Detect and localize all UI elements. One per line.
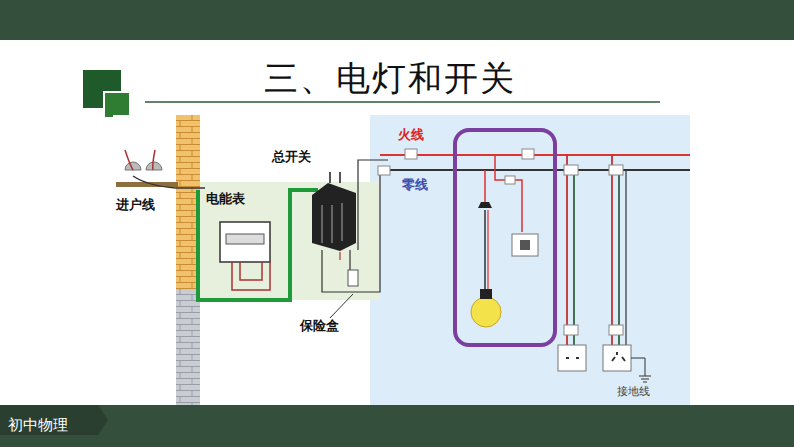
part-label: 保险盒 <box>300 319 339 333</box>
part-label: 进户线 <box>116 198 155 212</box>
wire-label: 火线 <box>398 128 424 142</box>
part-label: 总开关 <box>272 150 311 164</box>
footer-tab: 初中物理 <box>8 412 68 438</box>
part-label: 电能表 <box>206 192 245 206</box>
slide-title: 三、电灯和开关 <box>264 60 516 97</box>
tab-text: 初中物理 <box>8 416 68 435</box>
wire-label: 零线 <box>402 178 428 192</box>
wire-label: 接地线 <box>617 386 650 398</box>
